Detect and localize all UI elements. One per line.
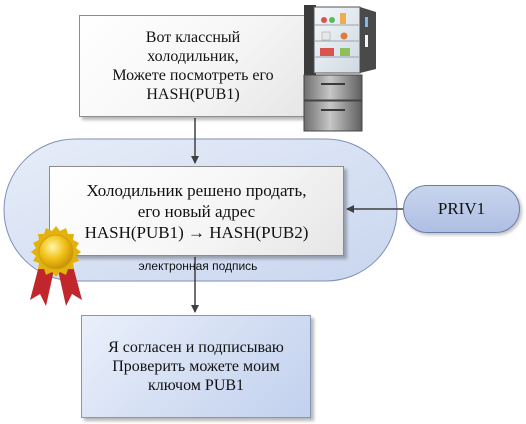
signature-region-label: электронная подпись (138, 259, 258, 273)
box-sale-transfer: Холодильник решено продать, его новый ад… (49, 166, 344, 256)
box-fridge-announcement: Вот классный холодильник, Можете посмотр… (79, 15, 307, 117)
box-top-line-4: HASH(PUB1) (146, 86, 240, 103)
box-middle-line-3: HASH(PUB1) → HASH(PUB2) (84, 222, 309, 242)
box-bottom-line-3: ключом PUB1 (147, 377, 245, 394)
fridge-icon (303, 5, 376, 132)
private-key-label: PRIV1 (437, 199, 486, 218)
box-middle-line-2: его новый адрес (137, 201, 256, 221)
box-top-line-3: Можете посмотреть его (112, 67, 274, 84)
box-top-line-2: холодильник, (147, 48, 239, 65)
box-middle-line-1: Холодильник решено продать, (86, 180, 307, 200)
medal-icon (30, 226, 82, 306)
box-bottom-line-1: Я согласен и подписываю (108, 339, 284, 356)
private-key-pill: PRIV1 (403, 185, 520, 233)
box-signature-statement: Я согласен и подписываю Проверить можете… (81, 315, 311, 418)
box-top-line-1: Вот классный (145, 29, 241, 46)
box-bottom-line-2: Проверить можете моим (112, 358, 280, 375)
